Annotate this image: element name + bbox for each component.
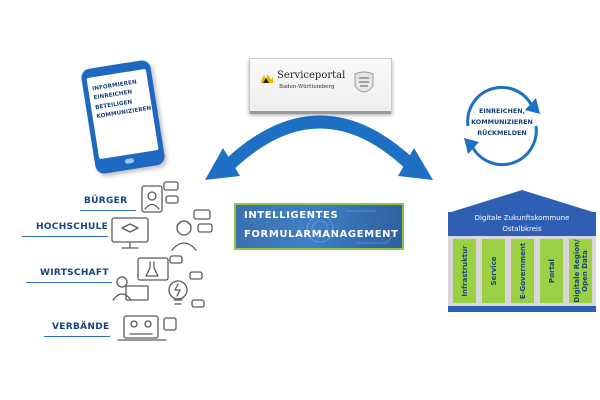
arrow-head-left [205, 148, 240, 180]
banner-line-2: FORMULARMANAGEMENT [244, 229, 399, 240]
stakeholder-icons-cluster [111, 181, 213, 341]
cycle-line-kommunizieren: KOMMUNIZIEREN [471, 118, 533, 126]
temple-pillars: Infrastruktur Service E-Government Porta… [448, 236, 596, 306]
portal-card-shadow-bar [250, 111, 391, 114]
pillar-infrastruktur-label: Infrastruktur [461, 245, 469, 296]
label-buerger: BÜRGER [84, 196, 128, 206]
arrow-head-right [398, 148, 433, 180]
pillar-egovernment-label: E-Government [519, 243, 527, 299]
portal-name: Serviceportal [277, 70, 346, 81]
pillar-digitale-region-line2: Open Data [580, 250, 589, 292]
pillar-portal-line1: Portal [547, 259, 556, 283]
citizen-chat-icon [141, 181, 179, 213]
idea-lightbulb-icon [168, 271, 205, 308]
intelligent-form-management-banner: INTELLIGENTES FORMULARMANAGEMENT [234, 203, 404, 250]
pillar-egovernment-line1: E-Government [518, 242, 527, 300]
serviceportal-card: Serviceportal Baden-Württemberg [249, 58, 392, 114]
cycle-arrows-icon [464, 85, 540, 167]
circuit-pattern-icon [256, 210, 395, 244]
arrow-arc [223, 115, 417, 171]
label-wirtschaft: WIRTSCHAFT [40, 268, 109, 278]
underline-buerger [80, 210, 136, 211]
pillar-egovernment: E-Government [511, 239, 534, 303]
bw-lions-logo-icon [261, 74, 273, 83]
temple-title-line2: Ostalbkreis [502, 225, 542, 233]
association-meeting-icon [117, 315, 177, 341]
pillar-digitale-region-line1: Digitale Region/ [572, 239, 581, 303]
label-hochschule: HOCHSCHULE [36, 222, 109, 232]
pillar-portal-label: Portal [548, 259, 556, 283]
business-laptop-icon [112, 276, 149, 301]
label-verbaende: VERBÄNDE [52, 322, 110, 332]
state-crest-icon [354, 71, 374, 93]
pillar-infrastruktur: Infrastruktur [453, 239, 476, 303]
underline-hochschule [22, 236, 108, 237]
science-flask-icon [137, 255, 183, 281]
underline-verbaende [44, 336, 110, 337]
support-person-icon [171, 209, 213, 251]
pillar-digitale-region-label: Digitale Region/ Open Data [573, 239, 589, 302]
temple-roof [448, 190, 596, 213]
cycle-text: EINREICHEN, KOMMUNIZIEREN RÜCKMELDEN [462, 106, 542, 139]
pillar-digitale-region: Digitale Region/ Open Data [569, 239, 592, 303]
phone-home-button [124, 157, 135, 165]
phone-screen: INFORMIEREN EINREICHEN BETEILIGEN KOMMUN… [86, 68, 159, 160]
cycle-line-einreichen: EINREICHEN, [479, 107, 525, 115]
pillar-service-label: Service [490, 256, 498, 285]
temple-title-line1: Digitale Zukunftskommune [474, 214, 570, 222]
banner-line-1: INTELLIGENTES [244, 210, 339, 221]
underline-wirtschaft [26, 282, 112, 283]
cycle-line-rueckmelden: RÜCKMELDEN [477, 129, 527, 137]
pillar-service: Service [482, 239, 505, 303]
portal-subtitle: Baden-Württemberg [279, 84, 335, 90]
pillar-portal: Portal [540, 239, 563, 303]
temple-base [448, 306, 596, 312]
pillar-infrastruktur-line1: Infrastruktur [460, 245, 469, 297]
university-monitor-icon [111, 217, 149, 249]
temple-title: Digitale Zukunftskommune Ostalbkreis [448, 212, 596, 236]
pillar-service-line1: Service [489, 256, 498, 286]
